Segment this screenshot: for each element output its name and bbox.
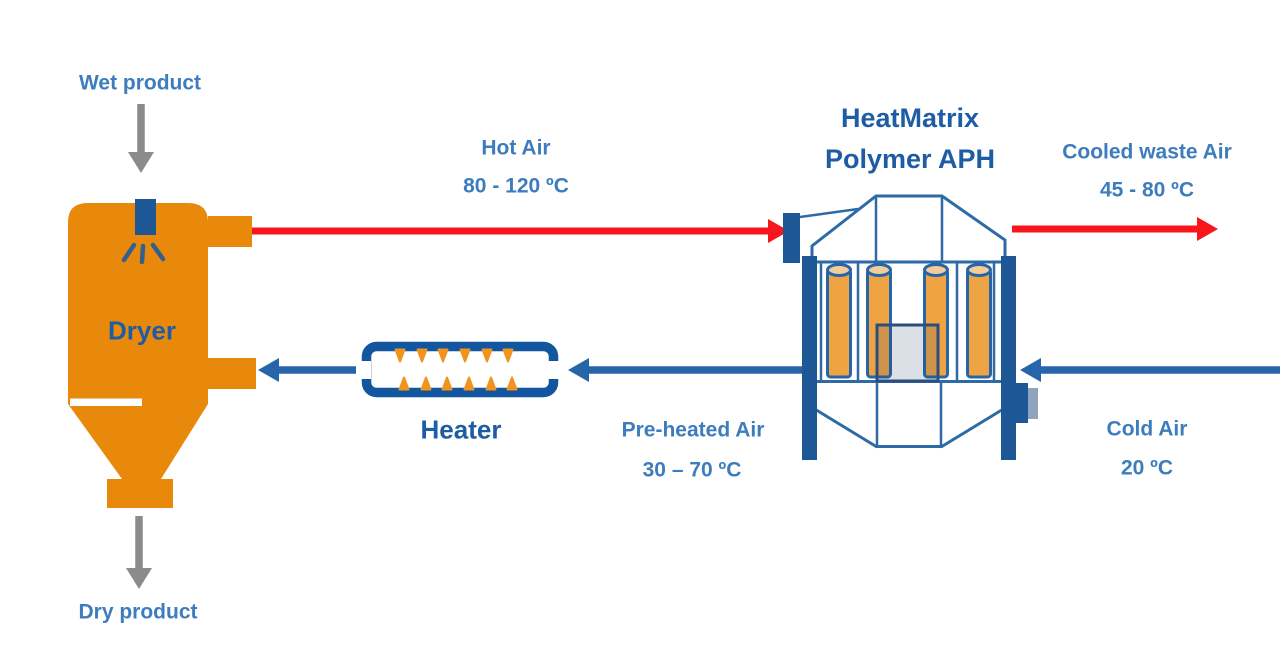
polymer-tube-cap bbox=[826, 263, 852, 277]
flame-icon bbox=[459, 348, 471, 363]
polymer-tube bbox=[966, 268, 992, 379]
dryer-cone bbox=[68, 404, 208, 479]
flame-icon bbox=[506, 376, 518, 391]
preheated-air-arrow-heater-to-dryer bbox=[258, 358, 362, 382]
cooled-waste-air-temp: 45 - 80 ºC bbox=[1099, 178, 1195, 202]
flame-icon bbox=[398, 376, 410, 391]
cooled-waste-air-label: Cooled waste Air bbox=[1062, 140, 1232, 164]
aph-title-line2: Polymer APH bbox=[824, 144, 996, 175]
flame-icon bbox=[441, 376, 453, 391]
arrow-left-icon bbox=[258, 358, 279, 382]
arrow-right-icon bbox=[768, 219, 789, 243]
dryer-body bbox=[68, 203, 208, 404]
flame-icon bbox=[420, 376, 432, 391]
preheated-air-arrow-aph-to-heater bbox=[568, 358, 804, 382]
heater-right-gap bbox=[548, 361, 563, 379]
wet-product-arrow bbox=[128, 104, 154, 173]
dry-product-label: Dry product bbox=[78, 600, 198, 624]
flame-icon bbox=[485, 376, 497, 391]
polymer-tubes bbox=[826, 263, 992, 379]
flame-icon bbox=[416, 348, 428, 363]
aph-left-pillar bbox=[802, 256, 817, 460]
polymer-tube-cap bbox=[866, 263, 892, 277]
arrow-down-icon bbox=[126, 568, 152, 589]
polymer-tube-cap bbox=[966, 263, 992, 277]
flame-icon bbox=[394, 348, 406, 363]
pre-heated-air-temp: 30 – 70 ºC bbox=[642, 458, 742, 482]
arrow-right-icon bbox=[1197, 217, 1218, 241]
heater-label: Heater bbox=[420, 414, 502, 445]
cold-air-label: Cold Air bbox=[1106, 417, 1188, 441]
dryer-outlet-nozzle bbox=[208, 216, 252, 247]
arrow-down-icon bbox=[128, 152, 154, 173]
dryer-slit bbox=[70, 398, 142, 406]
hot-air-label: Hot Air bbox=[481, 136, 551, 160]
aph-unit bbox=[783, 194, 1038, 460]
wet-product-label: Wet product bbox=[78, 71, 202, 95]
hot-air-arrow bbox=[251, 219, 789, 243]
flame-icon bbox=[463, 376, 475, 391]
cold-air-arrow bbox=[1020, 358, 1280, 382]
polymer-tube bbox=[826, 268, 852, 379]
aph-right-pillar bbox=[1001, 256, 1016, 460]
flame-icon bbox=[502, 348, 514, 363]
aph-cold-inlet-box bbox=[1014, 383, 1028, 423]
aph-title-line1: HeatMatrix bbox=[840, 103, 980, 134]
heater-left-gap bbox=[356, 361, 371, 379]
aph-hopper bbox=[812, 383, 1006, 449]
aph-roof bbox=[810, 194, 1007, 262]
burner-flames-icon bbox=[394, 348, 518, 391]
dry-product-arrow bbox=[126, 516, 152, 589]
dryer-vessel bbox=[68, 199, 256, 508]
cooled-waste-air-arrow bbox=[1012, 217, 1218, 241]
pre-heated-air-label: Pre-heated Air bbox=[621, 418, 765, 442]
aph-inlet-plenum bbox=[783, 213, 800, 263]
dryer-feed-inlet bbox=[135, 199, 156, 235]
hot-air-temp: 80 - 120 ºC bbox=[463, 174, 569, 198]
dryer-return-nozzle bbox=[208, 358, 256, 389]
cold-air-temp: 20 ºC bbox=[1120, 456, 1174, 480]
aph-center-duct bbox=[875, 323, 940, 383]
polymer-tube-cap bbox=[923, 263, 949, 277]
arrow-left-icon bbox=[568, 358, 589, 382]
flame-icon bbox=[481, 348, 493, 363]
heater-box bbox=[356, 341, 563, 398]
dryer-spout bbox=[107, 479, 173, 508]
flame-icon bbox=[437, 348, 449, 363]
aph-cold-inlet-box-light bbox=[1025, 388, 1038, 419]
dryer-label: Dryer bbox=[108, 315, 176, 346]
spray-nozzle-icon bbox=[121, 242, 166, 265]
arrow-left-icon bbox=[1020, 358, 1041, 382]
